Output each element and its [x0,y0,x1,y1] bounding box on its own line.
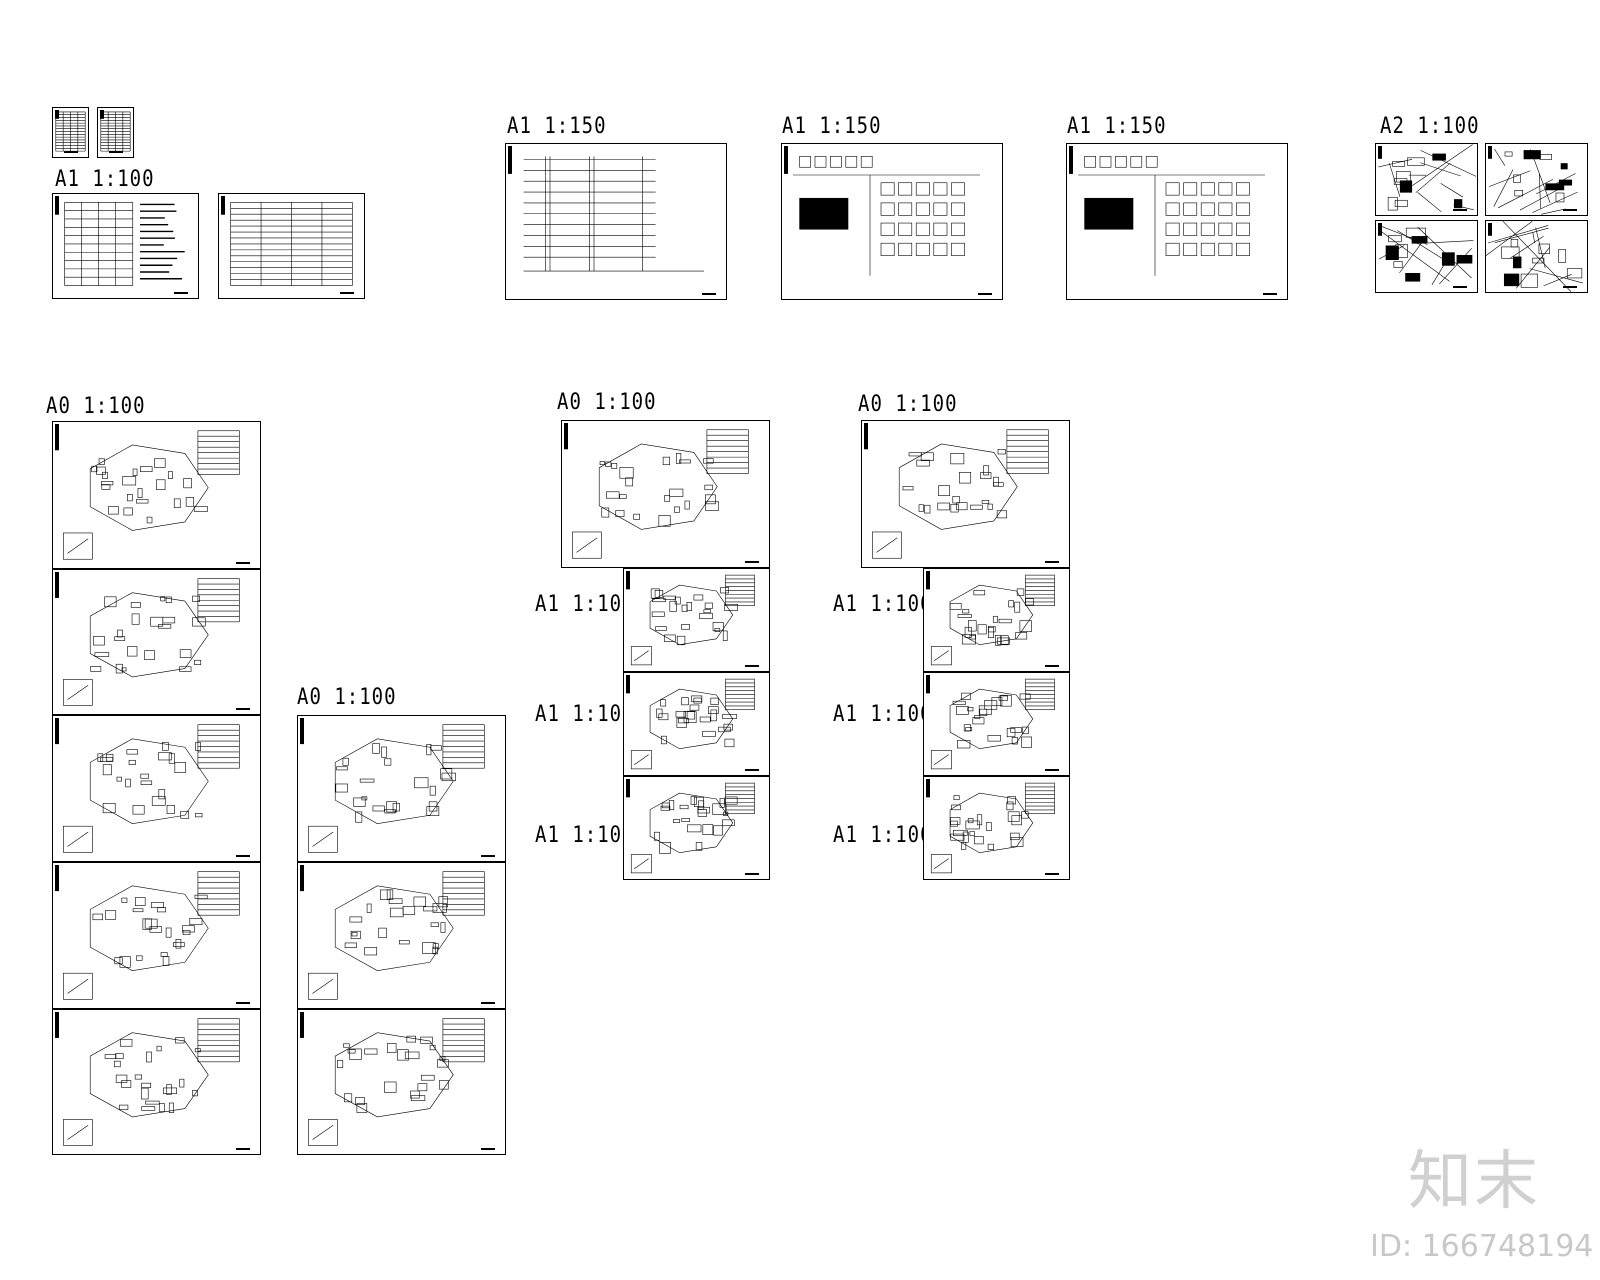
basement-plan-sheet-1 [52,715,261,862]
sheet-linework [926,779,1059,875]
sheet-linework [55,572,250,710]
label-a0-left: A0 1:100 [46,393,146,419]
label-a0-col1: A0 1:100 [557,389,657,415]
sheet-linework [626,779,759,875]
sheet-linework [1378,144,1477,213]
basement-plan-sheet-2 [297,715,506,862]
sheet-linework [508,146,716,295]
label-top-a1-3: A1 1:150 [782,113,882,139]
col2-a1-plan-sheet-3 [923,776,1070,880]
detail-sheet-2 [1485,143,1588,216]
design-notes-sheet [52,193,199,299]
sheet-linework [784,146,992,295]
label-a0-col2: A0 1:100 [858,391,958,417]
label-top-a1-2: A1 1:150 [507,113,607,139]
col1-a1-plan-sheet-3 [623,776,770,880]
detail-sheet-1 [1375,143,1478,216]
sheet-linework [55,718,250,857]
floor-plan-sheet-3 [297,862,506,1009]
watermark-logo: 知末 [1408,1145,1540,1219]
col2-a1-plan-sheet-1 [923,568,1070,672]
col1-a1-plan-sheet-2 [623,672,770,776]
label-col2-a1-2: A1 1:100 [833,701,933,727]
equipment-table-sheet [218,193,365,299]
label-top-a1-4: A1 1:150 [1067,113,1167,139]
col1-a0-plan-sheet [561,420,770,568]
sheet-linework [55,196,188,294]
site-plan-sheet-2 [52,569,261,715]
sheet-linework [1488,146,1578,215]
floor-plan-sheet-1 [52,862,261,1009]
sheet-linework [55,865,250,1004]
sheet-linework [864,423,1059,563]
sheet-linework [926,571,1059,667]
label-top-a2: A2 1:100 [1380,113,1480,139]
sheet-linework [300,865,495,1004]
floor-plan-sheet-4 [297,1009,506,1155]
sheet-linework [55,110,86,153]
sheet-linework [626,571,759,667]
system-diagram-sheet-3 [1066,143,1288,300]
floor-plan-sheet-2 [52,1009,261,1155]
detail-sheet-4 [1485,220,1588,293]
riser-diagram-sheet-1 [505,143,727,300]
detail-sheet-3 [1375,220,1478,293]
site-plan-sheet-1 [52,421,261,569]
sheet-linework [926,675,1059,771]
sheet-linework [1486,221,1584,292]
index-sheet-2 [97,107,134,158]
sheet-linework [100,110,131,153]
label-top-a1-1: A1 1:100 [55,166,155,192]
label-col2-a1-3: A1 1:100 [833,822,933,848]
sheet-linework [626,675,759,771]
sheet-linework [300,1012,495,1150]
watermark-id: ID: 166748194 [1370,1229,1594,1264]
col2-a1-plan-sheet-2 [923,672,1070,776]
sheet-linework [1069,146,1277,295]
system-diagram-sheet-2 [781,143,1003,300]
sheet-linework [55,424,250,564]
sheet-linework [300,718,495,857]
label-col1-a1-3: A1 1:100 [535,822,635,848]
sheet-linework [564,423,759,563]
label-a0-mid: A0 1:100 [297,684,397,710]
col1-a1-plan-sheet-1 [623,568,770,672]
col2-a0-plan-sheet [861,420,1070,568]
sheet-linework [1378,223,1474,288]
label-col1-a1-1: A1 1:100 [535,591,635,617]
label-col2-a1-1: A1 1:100 [833,591,933,617]
sheet-linework [221,196,354,294]
index-sheet-1 [52,107,89,158]
label-col1-a1-2: A1 1:100 [535,701,635,727]
sheet-linework [55,1012,250,1150]
